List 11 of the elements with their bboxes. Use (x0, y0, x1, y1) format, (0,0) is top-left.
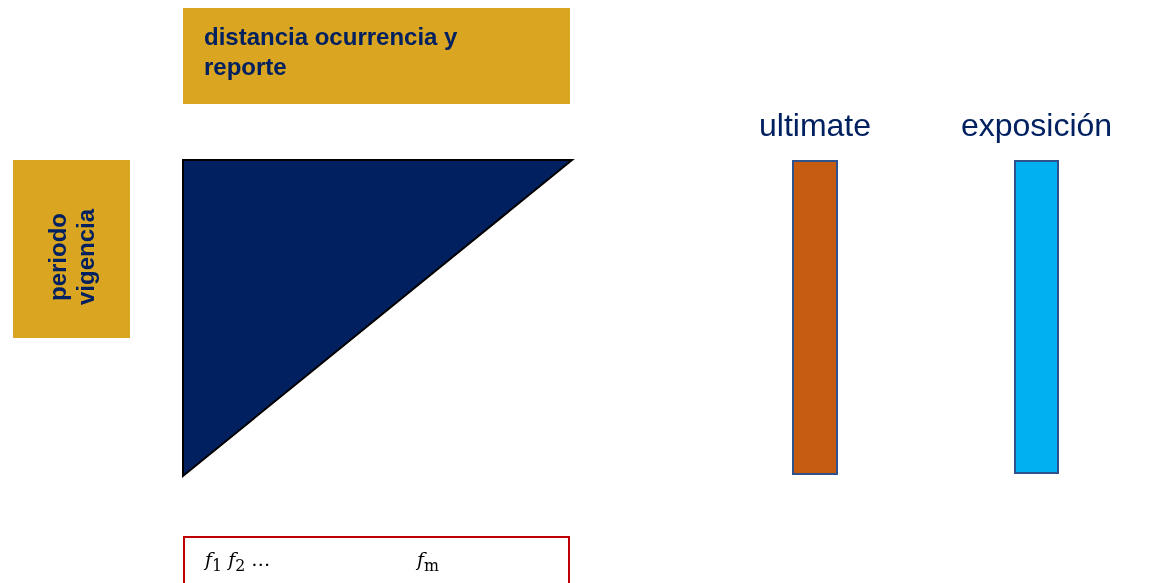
formula-text: f$_{1}$ f$_{2}$ … (205, 548, 271, 575)
formula-text: f$_{m}$ (417, 548, 440, 575)
box-label: periodo vigencia (44, 207, 100, 308)
bar-heading: ultimate (757, 106, 872, 145)
bar-heading: exposición (959, 106, 1114, 145)
formula-box (183, 536, 570, 583)
label-box (183, 8, 570, 104)
vertical-bar (1014, 160, 1059, 474)
label-box (13, 160, 130, 338)
vertical-bar (792, 160, 838, 475)
box-label: distancia ocurrencia y reporte (204, 22, 459, 82)
